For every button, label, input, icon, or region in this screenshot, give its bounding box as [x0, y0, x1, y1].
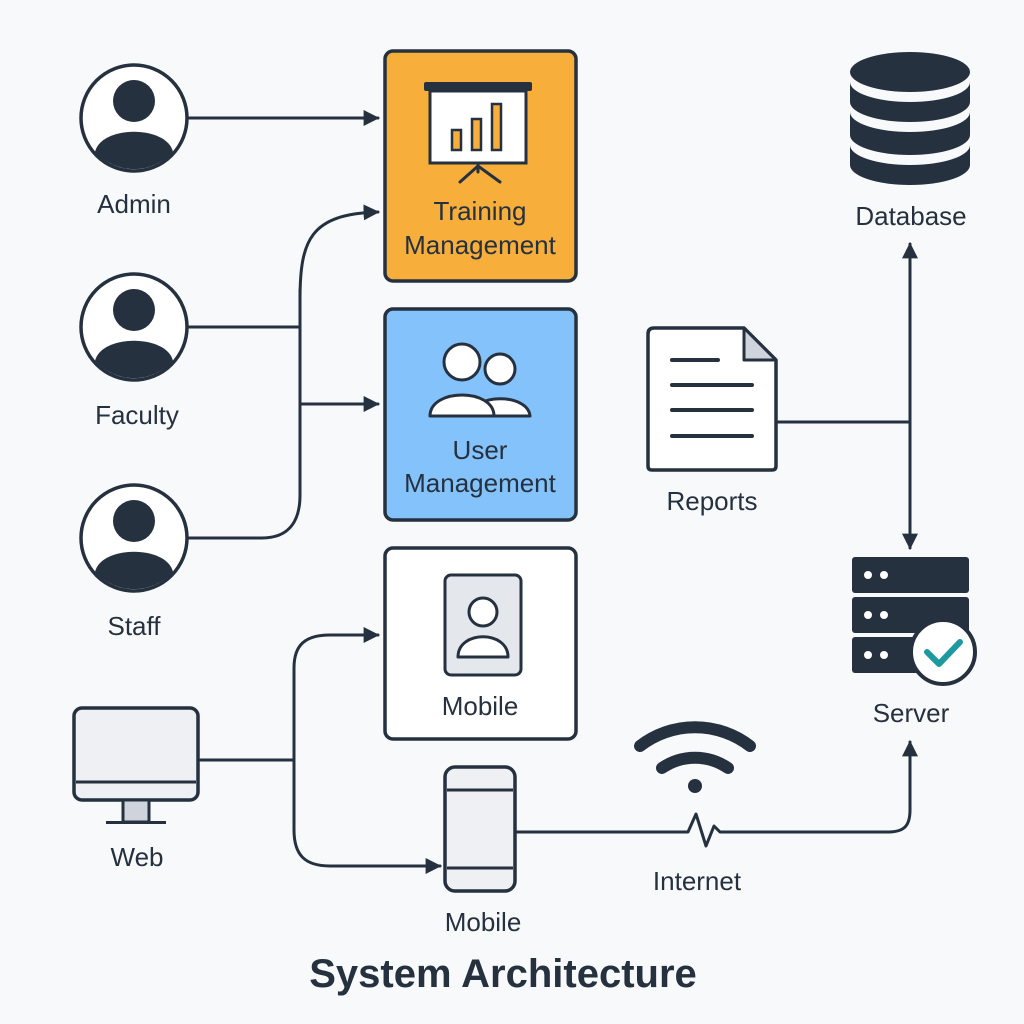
user-avatar-icon	[79, 63, 189, 173]
mobile-to-server-internet-line	[513, 740, 918, 848]
internet-label: Internet	[653, 866, 742, 896]
wifi-icon	[634, 721, 756, 793]
staff-actor[interactable]: Staff	[79, 483, 189, 641]
mobile-module-label: Mobile	[442, 691, 519, 721]
check-icon	[909, 618, 977, 686]
user-management-module[interactable]: User Management	[383, 307, 578, 522]
database-node[interactable]: Database	[850, 52, 970, 231]
training-label-line1: Training	[434, 196, 527, 226]
reports-node[interactable]: Reports	[646, 326, 778, 516]
web-label: Web	[111, 842, 164, 872]
page-title: System Architecture	[309, 952, 697, 996]
faculty-actor[interactable]: Faculty	[79, 272, 189, 430]
smartphone-icon	[443, 765, 517, 893]
reports-label: Reports	[666, 486, 757, 516]
bus-to-training-arrow	[298, 204, 380, 302]
user-avatar-icon	[79, 272, 189, 382]
database-label: Database	[855, 201, 966, 231]
presentation-chart-icon	[424, 82, 532, 184]
admin-actor[interactable]: Admin	[79, 63, 189, 219]
training-management-module[interactable]: Training Management	[383, 49, 578, 283]
user-label-line2: Management	[404, 468, 557, 498]
monitor-icon	[72, 706, 200, 824]
user-label-line1: User	[453, 435, 508, 465]
users-group-icon	[428, 342, 532, 418]
user-avatar-icon	[79, 483, 189, 593]
admin-label: Admin	[97, 189, 171, 219]
staff-to-bus-line	[186, 288, 302, 540]
faculty-label: Faculty	[95, 400, 179, 430]
staff-label: Staff	[107, 611, 161, 641]
training-label-line2: Management	[404, 230, 557, 260]
web-to-mobile-module-arrow	[292, 627, 380, 762]
server-label: Server	[873, 698, 950, 728]
web-to-mobile-device-arrow	[292, 758, 442, 874]
mobile-module[interactable]: Mobile	[383, 546, 578, 741]
document-icon	[646, 326, 778, 472]
database-icon	[850, 52, 970, 185]
profile-card-icon	[443, 573, 523, 677]
mobile-client-label: Mobile	[445, 907, 522, 937]
internet-node[interactable]: Internet	[634, 721, 756, 896]
server-node[interactable]: Server	[852, 557, 977, 728]
mobile-client[interactable]: Mobile	[443, 765, 522, 937]
web-client[interactable]: Web	[72, 706, 200, 872]
